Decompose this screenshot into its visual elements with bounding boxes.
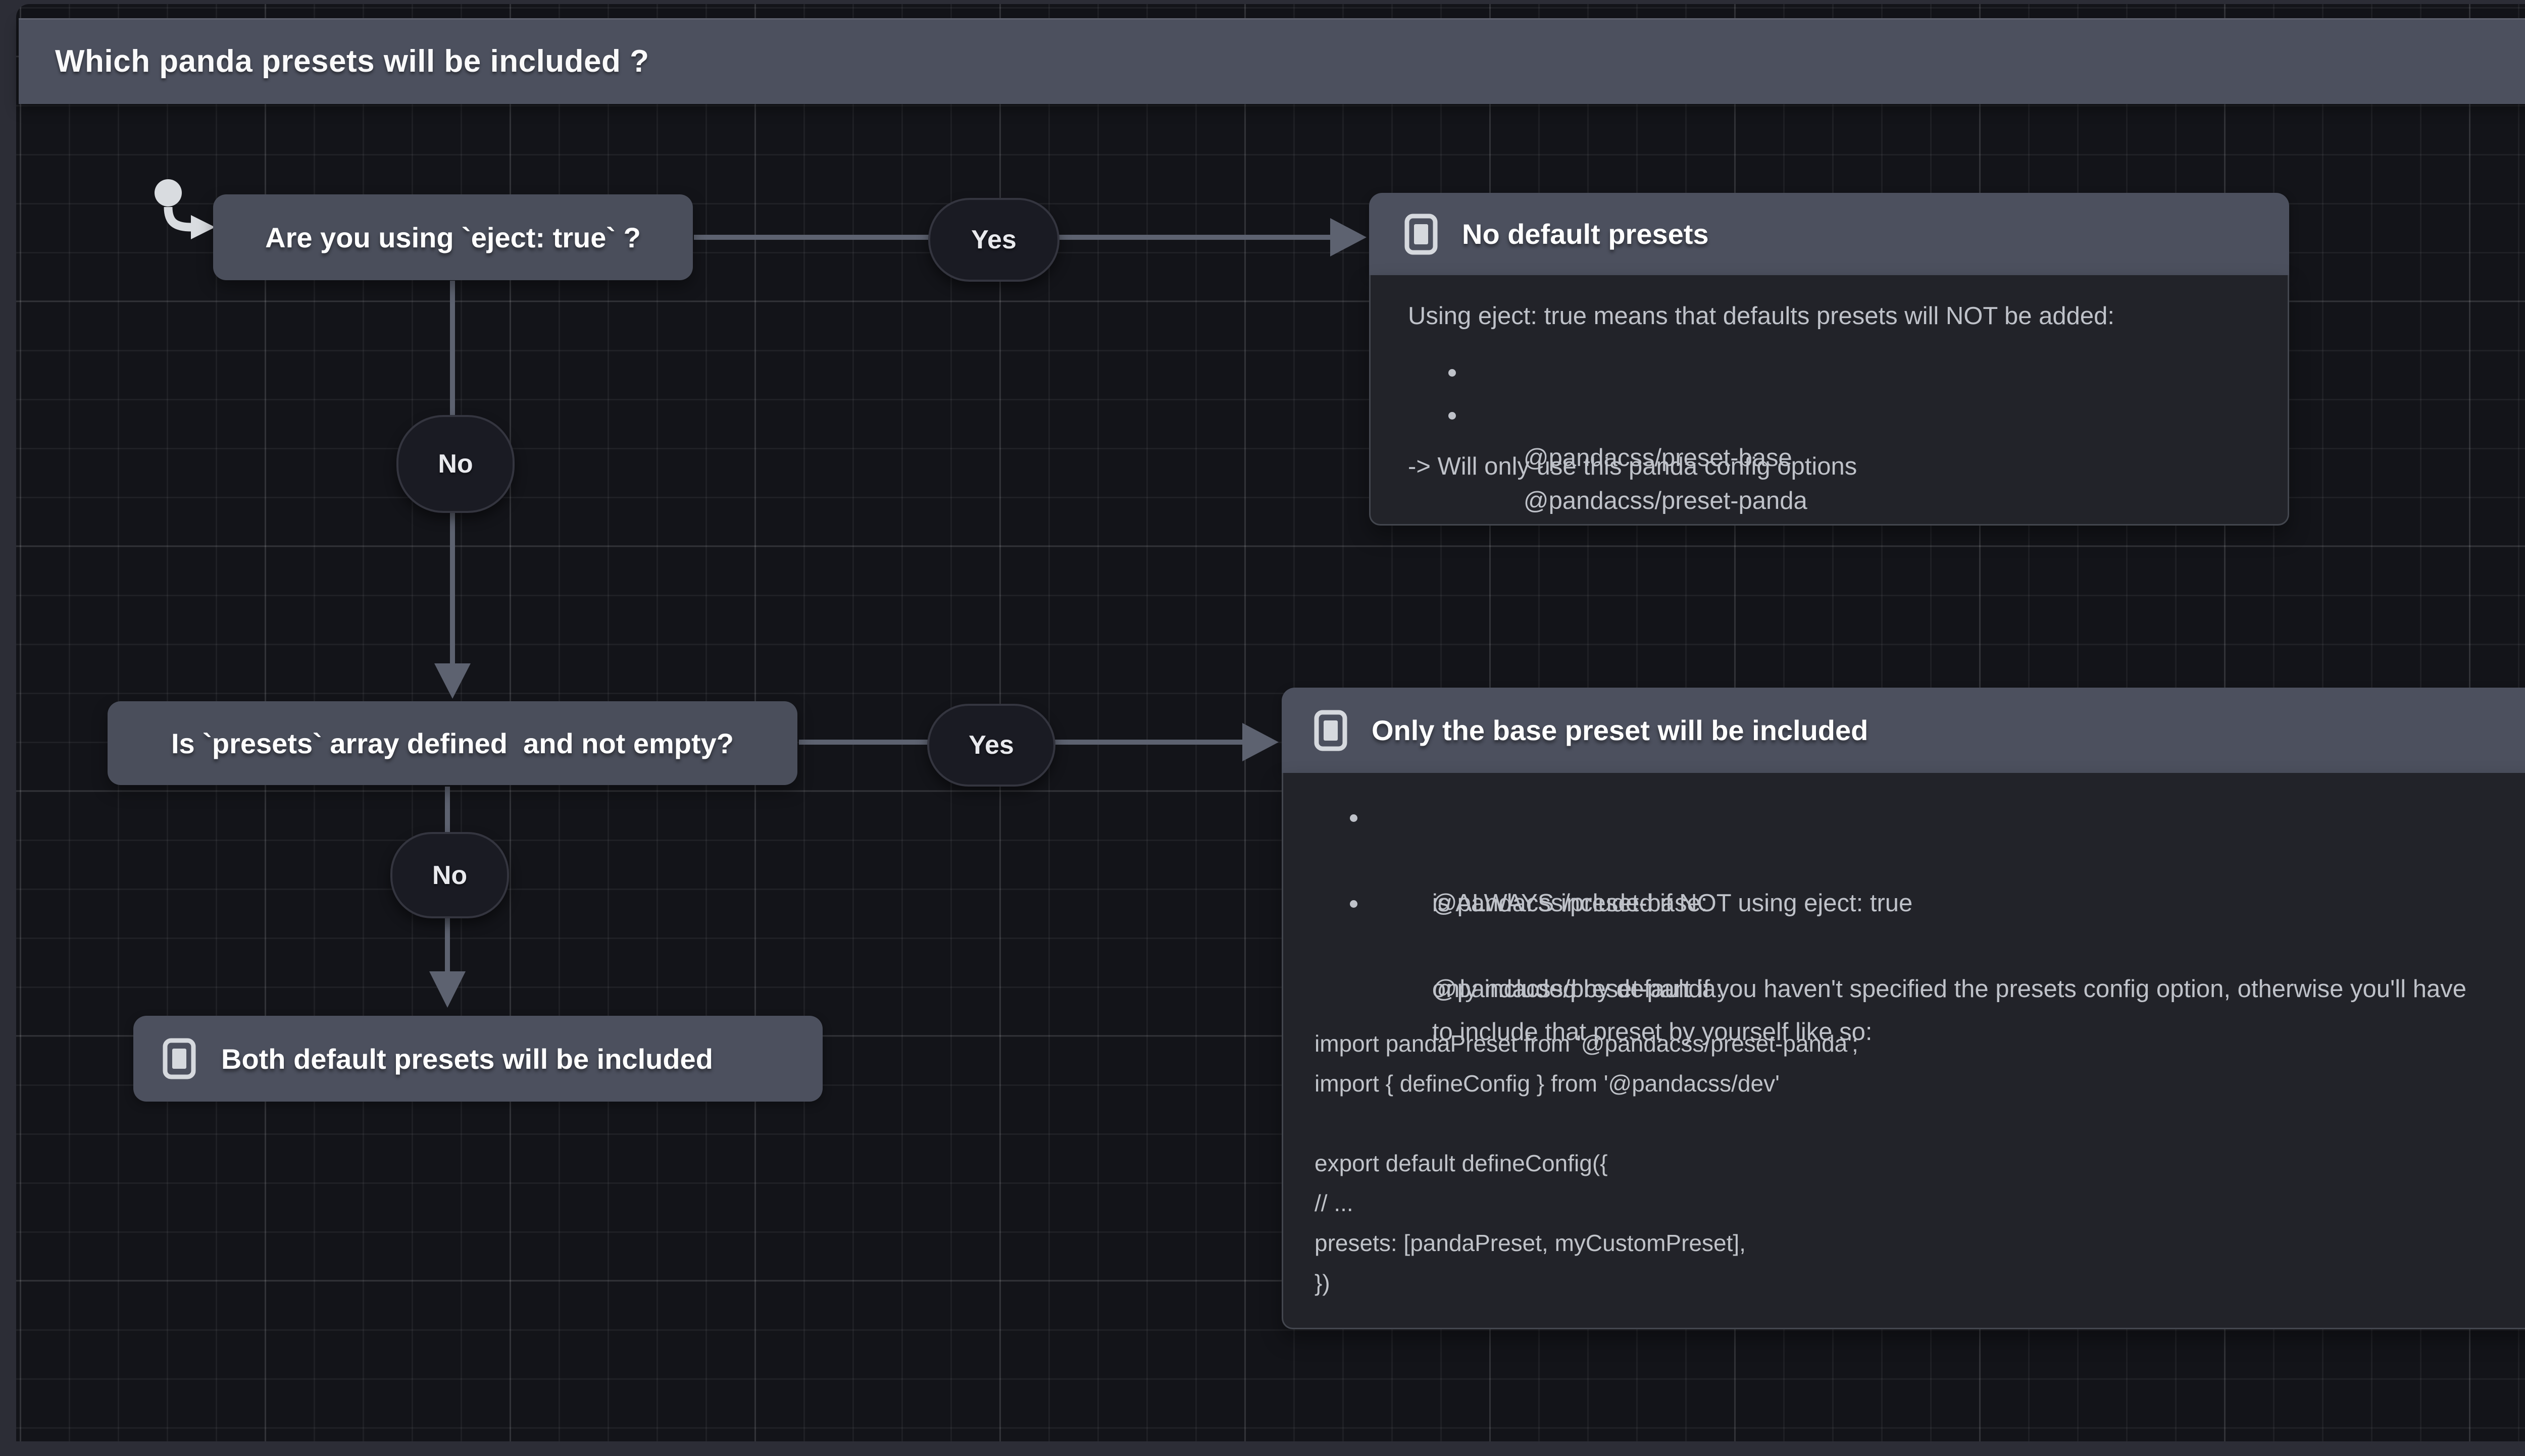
- code-line: presets: [pandaPreset, myCustomPreset],: [1315, 1230, 1746, 1256]
- node-both-included[interactable]: Both default presets will be included: [133, 1016, 823, 1102]
- code-line: [1315, 1104, 2525, 1143]
- list-item: @pandacss/preset-base: [1408, 351, 2252, 472]
- list-item-continuation: to include that preset by yourself like …: [1315, 968, 2525, 1046]
- list-item: @pandacss/preset-panda: [1408, 394, 2252, 514]
- bullet-dot: [1350, 900, 1357, 908]
- list-item-text: to include that preset by yourself like …: [1432, 1018, 1873, 1046]
- frame-icon: [1314, 710, 1347, 751]
- node-both-included-label: Both default presets will be included: [221, 1043, 713, 1075]
- base-only-list: @pandacss/preset-base: is ALWAYS include…: [1315, 796, 2525, 1046]
- node-question-eject[interactable]: Are you using `eject: true` ?: [213, 194, 693, 280]
- edge-label-no-2[interactable]: No: [390, 832, 509, 918]
- list-item-text: is ALWAYS included if NOT using eject: t…: [1432, 890, 1913, 917]
- code-line: import pandaPreset from '@pandacss/prese…: [1315, 1030, 1858, 1057]
- bullet-dot: [1448, 412, 1456, 420]
- list-item: @pandacss/preset-panda:: [1315, 882, 2525, 1003]
- node-question-presets-array[interactable]: Is `presets` array defined and not empty…: [108, 701, 797, 785]
- code-line: }): [1315, 1270, 1330, 1296]
- code-block: import pandaPreset from '@pandacss/prese…: [1315, 1024, 2525, 1303]
- list-item-continuation: only included by default if you haven't …: [1315, 925, 2525, 1003]
- code-line: // ...: [1315, 1190, 1353, 1216]
- list-item-text: only included by default if you haven't …: [1432, 975, 2466, 1003]
- redirect-cursor-icon: [155, 179, 215, 239]
- edge-label-yes-1-text: Yes: [971, 225, 1017, 254]
- edge-label-yes-1[interactable]: Yes: [928, 198, 1059, 282]
- no-default-presets-list: @pandacss/preset-base @pandacss/preset-p…: [1408, 351, 2252, 514]
- edge-label-yes-2-text: Yes: [969, 731, 1014, 760]
- node-question-eject-label: Are you using `eject: true` ?: [265, 221, 641, 253]
- edge-label-no-1-text: No: [438, 449, 473, 479]
- no-default-presets-intro: Using eject: true means that defaults pr…: [1408, 302, 2115, 330]
- bullet-dot: [1350, 814, 1357, 822]
- frame-icon: [1404, 214, 1438, 254]
- list-item-text: @pandacss/preset-panda:: [1432, 975, 1723, 1003]
- card-no-default-presets-header[interactable]: No default presets: [1369, 193, 2289, 275]
- card-base-only-body[interactable]: @pandacss/preset-base: is ALWAYS include…: [1282, 773, 2525, 1329]
- code-line: import { defineConfig } from '@pandacss/…: [1315, 1070, 1780, 1097]
- list-item-text: @pandacss/preset-panda: [1523, 487, 1807, 514]
- no-default-presets-outro: -> Will only use this panda config optio…: [1408, 453, 1857, 480]
- frame-icon: [163, 1038, 196, 1079]
- list-item-text: @pandacss/preset-base: [1523, 444, 1792, 472]
- list-item-text: @pandacss/preset-base:: [1432, 890, 1708, 917]
- card-no-default-presets-title: No default presets: [1462, 218, 1709, 250]
- edge-label-yes-2[interactable]: Yes: [927, 704, 1055, 787]
- list-item-continuation: is ALWAYS included if NOT using eject: t…: [1315, 839, 2525, 917]
- code-line: export default defineConfig({: [1315, 1150, 1608, 1176]
- list-item: @pandacss/preset-base:: [1315, 796, 2525, 917]
- edge-label-no-1[interactable]: No: [396, 415, 515, 513]
- node-question-presets-array-label: Is `presets` array defined and not empty…: [171, 727, 734, 759]
- card-base-only-header[interactable]: Only the base preset will be included: [1282, 688, 2525, 773]
- bullet-dot: [1448, 369, 1456, 377]
- frame-title-bar[interactable]: Which panda presets will be included ?: [19, 18, 2525, 104]
- card-no-default-presets-body[interactable]: Using eject: true means that defaults pr…: [1369, 275, 2289, 526]
- card-base-only-title: Only the base preset will be included: [1372, 714, 1868, 746]
- edge-label-no-2-text: No: [432, 860, 468, 890]
- frame-title: Which panda presets will be included ?: [55, 43, 649, 79]
